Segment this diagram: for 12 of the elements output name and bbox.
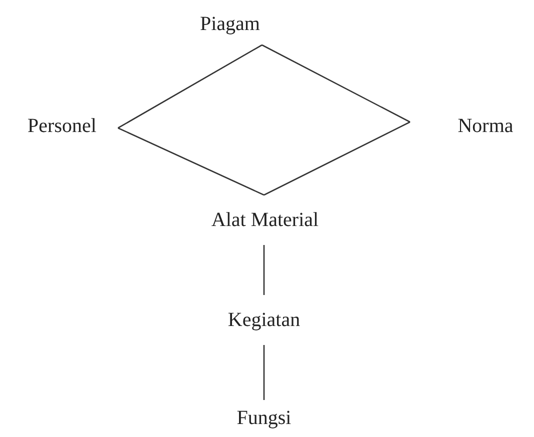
connector-line (263, 345, 265, 400)
node-label: Alat Material (211, 208, 319, 232)
connector-line (263, 245, 265, 295)
node-label: Fungsi (236, 406, 292, 430)
node-label: Personel (28, 114, 96, 138)
node-label: Norma (458, 114, 514, 138)
node-label: Piagam (200, 12, 260, 36)
connector-line (264, 121, 410, 196)
connector-line (118, 44, 262, 129)
connector-line (118, 127, 264, 196)
node-label: Kegiatan (228, 308, 300, 332)
connector-line (262, 44, 410, 123)
